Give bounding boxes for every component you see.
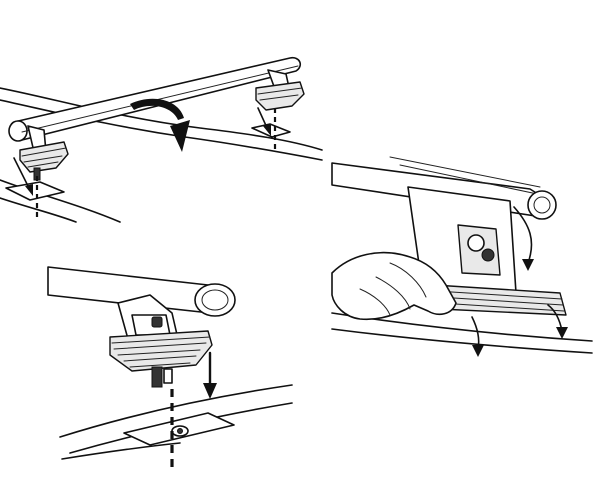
hand [331, 251, 457, 321]
release-arrow-left [471, 316, 484, 357]
down-arrow [203, 351, 217, 399]
insert-arrow-left [13, 157, 33, 196]
insert-arrow-right [257, 107, 271, 136]
mount-plate-left [5, 181, 65, 201]
illustration-foot-release [331, 156, 593, 357]
foot-left [19, 125, 69, 181]
lock-arrow [513, 206, 534, 271]
rotate-arrow [130, 98, 190, 152]
mount-plate [123, 412, 235, 446]
illustration-overview [0, 56, 323, 223]
foot-right [255, 69, 305, 111]
illustration-foot-mount [47, 266, 293, 473]
release-arrow-right [547, 304, 568, 339]
foot [109, 294, 213, 388]
roof-bar [47, 266, 236, 317]
foot-closeup [407, 186, 567, 316]
